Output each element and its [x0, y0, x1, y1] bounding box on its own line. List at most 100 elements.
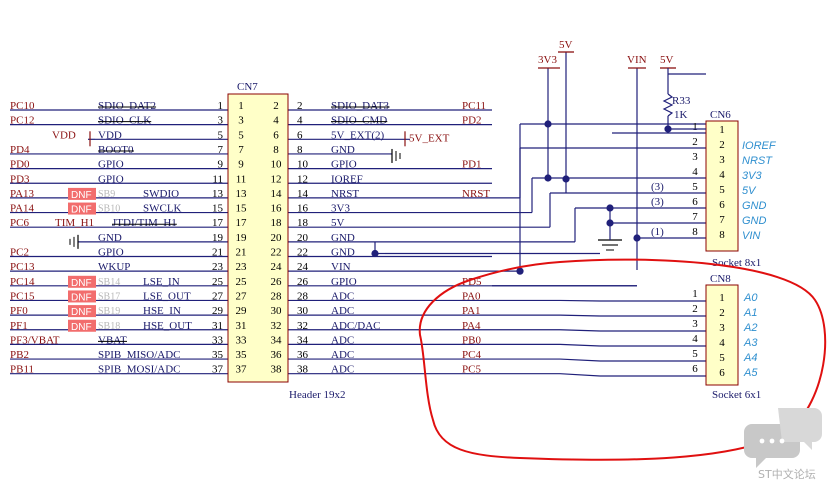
- cn6-ref: CN6: [710, 109, 731, 121]
- cn7-pin-number: 6: [273, 129, 279, 141]
- adc-net: [559, 358, 601, 362]
- cn7-pin-number: 16: [297, 203, 309, 215]
- cn6-note: (3): [651, 196, 664, 208]
- cn7-pin-number: 14: [297, 188, 309, 200]
- cn6-pin-number: 6: [719, 199, 725, 211]
- cn7-left-net-label: PF0: [10, 305, 28, 317]
- cn7-pin-number: 26: [271, 276, 283, 288]
- cn7-left-pin-label: BOOT0: [98, 144, 134, 156]
- cn8-value: Socket 6x1: [712, 389, 761, 401]
- cn7-left-net-label: PC15: [10, 290, 35, 302]
- dnf-badge: [68, 202, 96, 215]
- cn7-pin-number: 37: [236, 364, 248, 376]
- adc-net: [559, 314, 601, 317]
- cn7-pin-number: 35: [212, 349, 224, 361]
- power-symbols: [538, 51, 706, 133]
- cn6-pin-number: 8: [719, 229, 725, 241]
- cn7-pin-number: 29: [212, 305, 224, 317]
- cn7-right-net-label: PD5: [462, 276, 482, 288]
- cn7-pin-number: 11: [236, 173, 247, 185]
- cn7-pin-number: 3: [218, 115, 224, 127]
- cn7-left-net-label: PD0: [10, 159, 30, 171]
- dnf-label: DNF: [71, 307, 92, 318]
- cn8-pin-number: 4: [719, 337, 725, 349]
- cn7-left-net-label: PC6: [10, 217, 29, 229]
- cn7-left-net-label: PA14: [10, 203, 35, 215]
- cn7-left-pin-label: HSE_IN: [143, 305, 181, 317]
- cn7-pin-number: 10: [297, 159, 309, 171]
- solder-bridge-label: SB18: [98, 321, 120, 332]
- cn7-pin-number: 21: [236, 247, 247, 259]
- forum-chat-icon: [744, 408, 822, 468]
- cn8-pin-number: 3: [692, 318, 698, 330]
- cn7-left-pin-label: SPIB_MISO/ADC: [98, 349, 181, 361]
- cn6-pin-number: 3: [719, 154, 725, 166]
- cn7-left-net-label: PD3: [10, 173, 30, 185]
- cn8-signal-label: A5: [743, 367, 758, 379]
- cn7-left-net-label: PA13: [10, 188, 35, 200]
- cn7-pin-number: 27: [212, 290, 224, 302]
- resistor-ref: R33: [672, 95, 691, 107]
- cn6-pin-number: 1: [719, 124, 725, 136]
- cn7-left-alt-label: TIM_H1: [55, 217, 94, 229]
- cn7-pin-number: 19: [236, 232, 248, 244]
- cn6-pin-number: 6: [692, 196, 698, 208]
- cn8-pin-number: 5: [719, 352, 725, 364]
- cn7-pin-number: 34: [271, 334, 283, 346]
- cn7-pin-number: 7: [238, 144, 244, 156]
- cn7-pin-number: 32: [271, 320, 282, 332]
- cn7-right-pin-label: VIN: [331, 261, 351, 273]
- dnf-badge: [68, 290, 96, 303]
- cn7-pin-number: 32: [297, 320, 308, 332]
- cn7-left-pin-label: GND: [98, 232, 122, 244]
- cn7-right-pin-label: 5V_EXT(2): [331, 129, 384, 141]
- cn7-left-pin-label: HSE_OUT: [143, 320, 192, 332]
- dnf-badge: [68, 187, 96, 200]
- solder-bridge-label: SB19: [98, 306, 120, 317]
- cn8-pin-number: 1: [719, 292, 725, 304]
- cn6-signal-label: GND: [742, 200, 767, 212]
- cn7-left-net-label: PB11: [10, 364, 34, 376]
- cn7-pin-number: 8: [297, 144, 303, 156]
- cn7-left-pin-label: VBAT: [98, 334, 127, 346]
- cn7-left-net-label: PF1: [10, 320, 28, 332]
- cn7-right-net-label: PA4: [462, 320, 481, 332]
- cn7-left-net-label: VDD: [52, 129, 76, 141]
- cn7-pin-number: 28: [271, 290, 283, 302]
- cn7-pin-number: 18: [297, 217, 309, 229]
- cn7-left-net-label: PC12: [10, 115, 34, 127]
- cn7-right-net-label: PC4: [462, 349, 481, 361]
- cn8-pin-number: 1: [692, 288, 698, 300]
- cn7-pin-number: 24: [297, 261, 309, 273]
- solder-bridge-label: SB14: [98, 277, 120, 288]
- cn7-left-pin-label: SWDIO: [143, 188, 179, 200]
- cn7-pin-number: 13: [236, 188, 248, 200]
- adc-net: [559, 343, 601, 347]
- cn7-left-pin-label: JTDI/TIM_H1: [112, 217, 177, 229]
- cn7-pin-number: 10: [271, 159, 283, 171]
- cn7-pin-number: 24: [271, 261, 283, 273]
- cn6-signal-label: 5V: [742, 185, 757, 197]
- cn7-right-net-label: NRST: [462, 188, 490, 200]
- junction-dot: [544, 174, 552, 182]
- cn7-pin-number: 5: [238, 129, 244, 141]
- cn7-right-net-label: PC5: [462, 364, 481, 376]
- cn7-pin-number: 33: [212, 334, 224, 346]
- cn8-pin-number: 3: [719, 322, 725, 334]
- cn7-pin-number: 22: [297, 247, 308, 259]
- dnf-label: DNF: [71, 278, 92, 289]
- cn7-pin-number: 36: [271, 349, 283, 361]
- cn7-pin-number: 29: [236, 305, 248, 317]
- cn7-pin-number: 26: [297, 276, 309, 288]
- cn7-left-net-label: PB2: [10, 349, 29, 361]
- cn7-pin-number: 3: [238, 115, 244, 127]
- power-vin-label: VIN: [627, 54, 647, 66]
- cn7-right-net-label: PD1: [462, 159, 482, 171]
- cn7-pin-number: 1: [218, 100, 224, 112]
- dnf-label: DNF: [71, 205, 92, 216]
- cn7-pin-number: 17: [212, 217, 224, 229]
- solder-bridge-label: SB10: [98, 204, 120, 215]
